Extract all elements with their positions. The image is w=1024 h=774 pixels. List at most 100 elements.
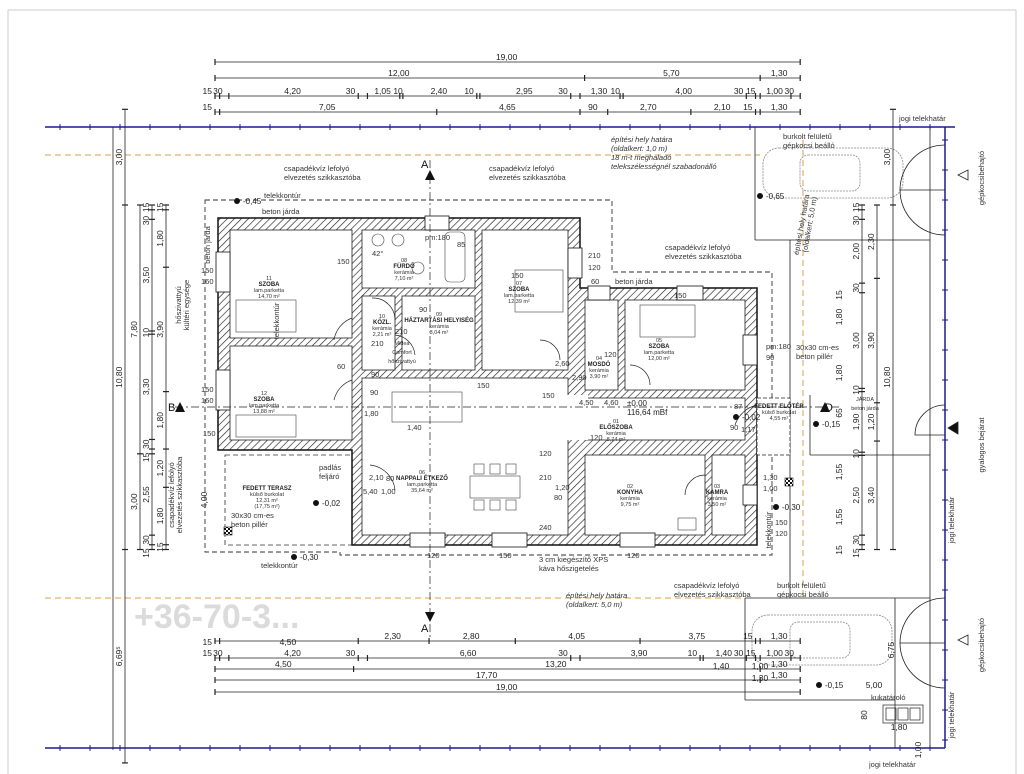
page-frame bbox=[7, 9, 1017, 774]
dimension-label: 1,55 bbox=[834, 463, 844, 480]
opening-label: 2,90 bbox=[572, 373, 587, 382]
annotation-text: kukatároló bbox=[871, 693, 906, 702]
room-floor-finish: kerámia bbox=[394, 270, 415, 276]
dimension-label: 1,30 bbox=[771, 68, 788, 78]
furniture bbox=[235, 231, 697, 531]
room-name: MOSDÓ bbox=[588, 360, 611, 368]
opening-label: 1,80 bbox=[364, 409, 379, 418]
annotation-text: építési hely határa bbox=[566, 591, 627, 600]
dimension-label: 5,70 bbox=[663, 68, 680, 78]
annotation-text: jogi telekhatár bbox=[898, 114, 946, 123]
dimension-label: 3,90 bbox=[631, 648, 648, 658]
level-marker: -0,65 bbox=[757, 192, 785, 201]
annotation-text: jogi telekhatár bbox=[947, 496, 956, 544]
waste-bin-storage bbox=[882, 704, 924, 724]
room-area: 12,39 m² bbox=[508, 299, 530, 305]
opening-label: 90 bbox=[370, 388, 378, 397]
dimension-label: 1,20 bbox=[866, 413, 876, 430]
annotation-text: elvezetés szikkasztóba bbox=[674, 590, 752, 599]
dimension-label: 1,55 bbox=[834, 508, 844, 525]
opening-label: 160 bbox=[201, 277, 214, 286]
room-name: NAPPALI ÉTKEZŐ bbox=[396, 474, 448, 482]
room-name: HÁZTARTÁSI HELYISÉG bbox=[404, 316, 474, 324]
dimension-label: 4,00 bbox=[675, 86, 692, 96]
annotation: telekkontúr bbox=[764, 511, 773, 548]
annotation-text: csapadékvíz lefolyó bbox=[489, 164, 554, 173]
dimension-label: 13,20 bbox=[545, 659, 567, 669]
room-area: 3,50 m² bbox=[708, 502, 727, 508]
room-number: 06 bbox=[419, 470, 425, 476]
dimension-label: 3,30 bbox=[141, 378, 151, 395]
dimension-label: 30 bbox=[213, 648, 223, 658]
opening-label: 150 bbox=[201, 266, 214, 275]
level-label: -0,02 bbox=[322, 499, 341, 508]
room-floor-finish: lam.parketta bbox=[644, 350, 675, 356]
level-marker: -0,30 bbox=[773, 503, 801, 512]
section-mark: D bbox=[825, 402, 833, 414]
dimension-label: 30 bbox=[346, 648, 356, 658]
dimension-label: 65 bbox=[834, 408, 844, 418]
annotation: jogi telekhatár bbox=[947, 691, 956, 739]
dimension-label: 10 bbox=[393, 86, 403, 96]
level-marker: -0,30 bbox=[291, 553, 319, 562]
annotation-text: telekkontúr bbox=[764, 511, 773, 548]
room-floor-finish: külső burkolat bbox=[762, 410, 796, 416]
dimension-label: 15 bbox=[203, 637, 213, 647]
dimension-label: 1,30 bbox=[771, 631, 788, 641]
annotation: jogi telekhatár bbox=[947, 496, 956, 544]
annotation-text: beton járda bbox=[262, 207, 300, 216]
building-envelope-lines bbox=[45, 140, 804, 599]
annotation-text: építési hely határa bbox=[611, 135, 672, 144]
opening-label: 2,60 bbox=[555, 359, 570, 368]
dimension-label: 30 bbox=[558, 86, 568, 96]
opening-label: 160 bbox=[201, 396, 214, 405]
dimension-label: 3,75 bbox=[689, 631, 706, 641]
dimension-label: 4,50 bbox=[275, 659, 292, 669]
dimension-label: 1,40 bbox=[713, 661, 730, 671]
annotation: kukatároló bbox=[871, 693, 906, 702]
dimension-label: 30 bbox=[141, 216, 151, 226]
annotation-text: csapadékvíz lefolyó bbox=[167, 462, 176, 527]
annotation-text: beton járda bbox=[851, 406, 879, 412]
opening-label: 1,17 bbox=[741, 425, 756, 434]
dimension-label: 10 bbox=[688, 648, 698, 658]
annotation-text: beton pillér bbox=[231, 520, 268, 529]
dimension-label: 19,00 bbox=[496, 52, 518, 62]
level-label: -0,30 bbox=[782, 503, 801, 512]
dimension-label: 90 bbox=[588, 102, 598, 112]
dimension-label: 12,00 bbox=[388, 68, 410, 78]
opening-label: 210 bbox=[371, 339, 384, 348]
dimension-label: 7,05 bbox=[319, 102, 336, 112]
opening-label: 1,40 bbox=[407, 423, 422, 432]
annotation-text: káva hőszigetelés bbox=[539, 564, 599, 573]
dimension-label: 17,70 bbox=[476, 670, 498, 680]
dimension-label: 3,40 bbox=[866, 487, 876, 504]
dimension-label: 30 bbox=[851, 535, 861, 545]
annotation: építési hely határa(oldalkert: 5,0 m) bbox=[792, 193, 819, 256]
room-number: 11 bbox=[266, 276, 272, 282]
room-name: SZOBA bbox=[254, 397, 276, 403]
room-name: ELŐSZOBA bbox=[599, 424, 633, 431]
dimension-label: 80 bbox=[859, 710, 869, 720]
dimension-label: 1,80 bbox=[834, 364, 844, 381]
dimension-label: 1,20 bbox=[155, 460, 165, 477]
dimension-label: 1,30 bbox=[771, 670, 788, 680]
watermark: +36-70-3... bbox=[134, 598, 299, 636]
opening-label: pm:180 bbox=[766, 342, 791, 351]
dimension-label: 1,90 bbox=[851, 413, 861, 430]
dimension-label: 5,00 bbox=[866, 680, 883, 690]
opening-label: 150 bbox=[542, 391, 555, 400]
annotation-text: jogi telekhatár bbox=[947, 691, 956, 739]
annotation-text: 30x30 cm-es bbox=[796, 343, 839, 352]
room-number: 03 bbox=[714, 484, 720, 490]
opening-label: 210 bbox=[539, 473, 552, 482]
driveway-gate-icon bbox=[899, 144, 946, 689]
annotation-text: jogi telekhatár bbox=[868, 760, 916, 769]
room-area: 12,00 m² bbox=[648, 356, 670, 362]
